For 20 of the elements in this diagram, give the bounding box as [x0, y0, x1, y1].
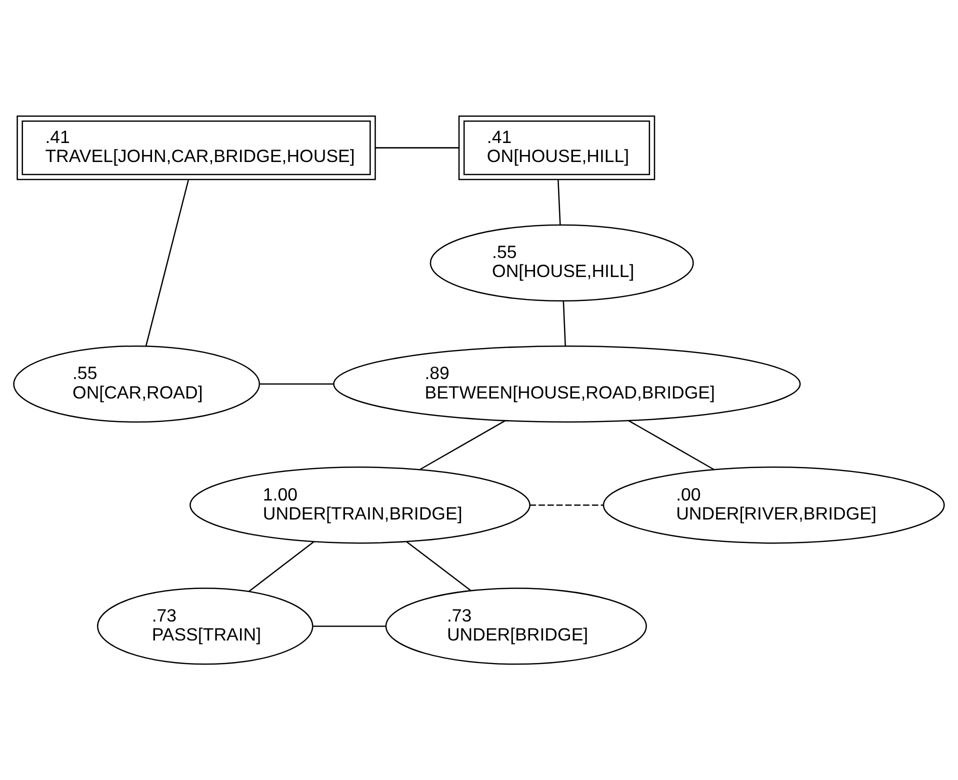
connector — [628, 420, 715, 470]
connector — [313, 626, 386, 627]
node-ellipse: 1.00 UNDER[TRAIN,BRIDGE] — [190, 466, 530, 544]
node-ellipse: .55 ON[HOUSE,HILL] — [430, 224, 694, 302]
connector — [406, 541, 472, 591]
connector — [260, 383, 334, 385]
connector — [419, 420, 506, 470]
connector — [558, 180, 561, 225]
node-ellipse: .89 BETWEEN[HOUSE,ROAD,BRIDGE] — [333, 345, 801, 423]
node-box: .41 ON[HOUSE,HILL] — [458, 115, 656, 180]
connector — [145, 179, 190, 346]
connector — [375, 147, 459, 148]
connector — [248, 541, 314, 592]
node-ellipse: .73 UNDER[BRIDGE] — [385, 588, 647, 665]
node-ellipse: .55 ON[CAR,ROAD] — [13, 345, 260, 423]
connector — [530, 504, 604, 506]
node-ellipse: .73 PASS[TRAIN] — [96, 588, 314, 665]
node-ellipse: .00 UNDER[RIVER,BRIDGE] — [602, 466, 945, 544]
connector — [562, 300, 566, 346]
node-box: .41 TRAVEL[JOHN,CAR,BRIDGE,HOUSE] — [16, 115, 376, 180]
